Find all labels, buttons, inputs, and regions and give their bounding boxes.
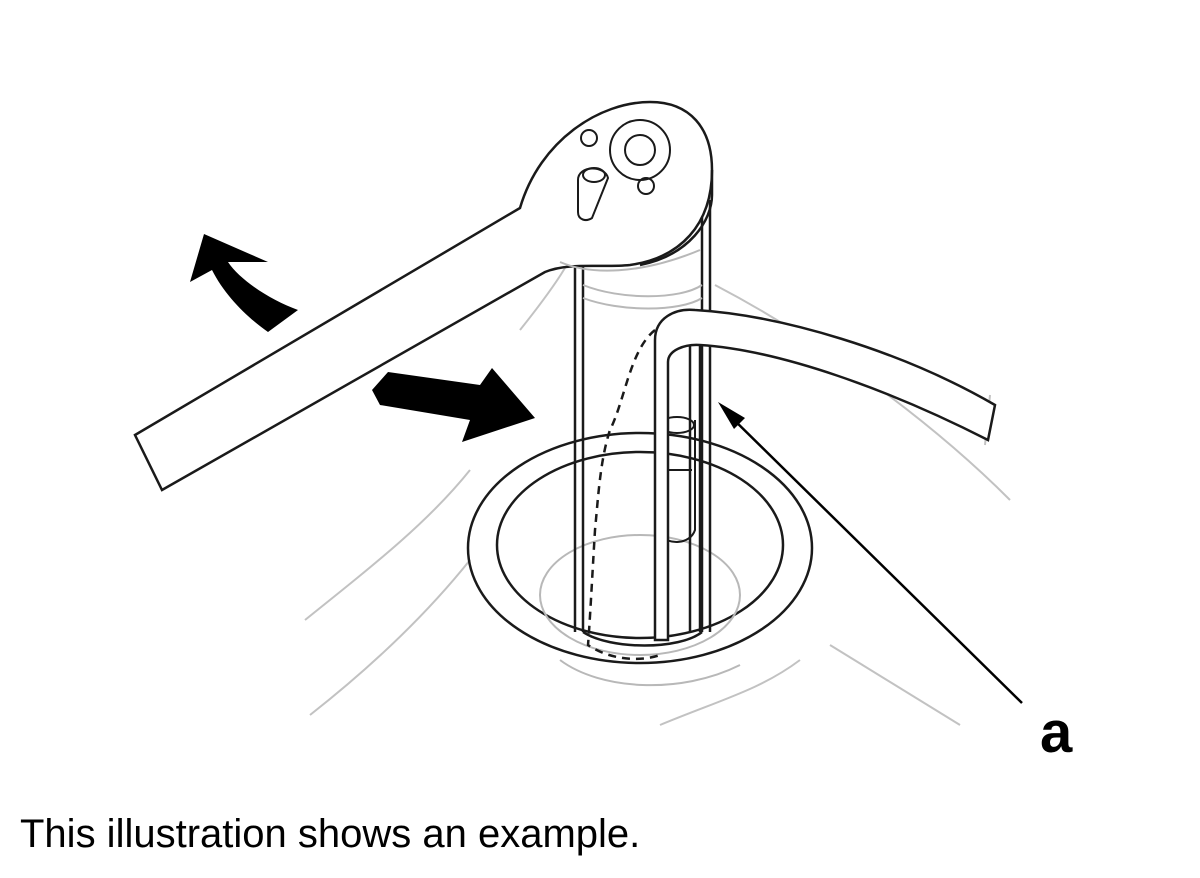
socket-extension [573,200,712,647]
extension-bands [582,284,703,310]
straight-arrow-icon [372,368,535,442]
background-surface [304,249,1011,726]
wrench-handle-shading [559,249,701,272]
ratchet-wrench [133,100,714,492]
callout-leader [718,402,1023,704]
caption: This illustration shows an example. [20,812,641,856]
curved-arrow-icon [190,234,298,332]
bore-ring [466,431,814,665]
tool-rod [653,308,997,642]
hidden-hose-line [586,329,661,661]
bore-inner [539,534,741,687]
wrench-head-details [577,119,671,221]
callout-label-a: a [1040,700,1073,765]
